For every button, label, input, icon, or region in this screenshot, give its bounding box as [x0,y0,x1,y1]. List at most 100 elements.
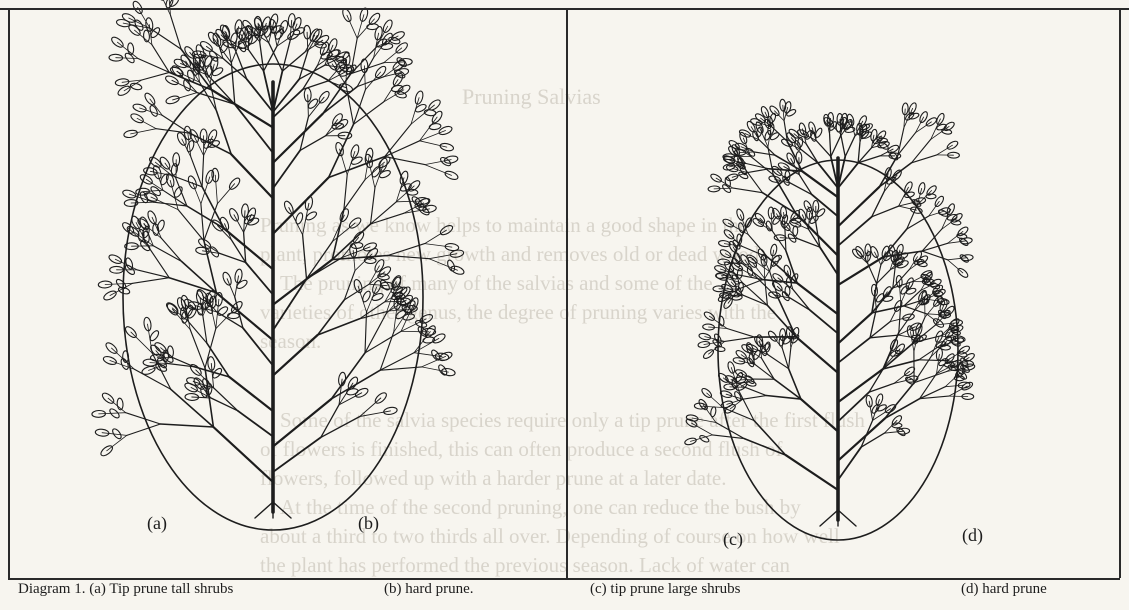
branch [354,90,366,125]
leaf [816,208,827,218]
branch [429,254,457,259]
branch [748,169,770,173]
branch [211,398,238,411]
branch [105,283,133,284]
branch [371,202,397,224]
branch [229,377,273,411]
leaf [439,156,452,167]
branch [885,420,897,433]
branch [765,279,768,306]
branch [365,312,367,353]
branch [948,260,963,273]
branch [243,328,273,366]
root [820,510,838,526]
branch [131,202,154,203]
leaf [739,165,748,176]
branch [727,329,754,338]
branch [150,28,181,49]
leaf [361,290,372,303]
branch [802,171,838,197]
branch [739,391,754,420]
branch [384,62,406,63]
root [255,502,273,518]
branch [733,188,763,193]
tree-diagram-c [684,99,976,540]
branch [820,247,838,275]
branch [137,118,156,128]
branch [331,353,365,399]
branch [235,104,273,153]
branch [723,408,754,421]
root [273,502,291,518]
panel-divider [566,8,568,578]
branch [360,302,385,319]
branch [929,201,940,216]
panel-label-a: (a) [147,513,167,533]
frame-right-border [1119,8,1121,578]
branch [371,188,375,224]
branch [396,201,422,202]
leaf [125,257,134,270]
branch [709,327,727,329]
branch [224,229,273,270]
branch [949,386,967,396]
branch [914,372,947,383]
branch [332,223,355,242]
branch [783,105,784,121]
branch [213,427,273,482]
branch [725,337,755,341]
branch [745,387,766,395]
leaf [149,26,161,39]
branch [160,424,213,427]
branch [204,204,218,241]
leaf [414,103,427,113]
branch [388,256,429,259]
branch [801,150,818,163]
branch [385,157,425,165]
branch [153,246,181,262]
leaf [295,212,304,225]
branch [926,314,944,315]
leaf [781,291,790,302]
branch [948,258,968,260]
leaf [371,292,384,302]
branch [133,278,170,284]
branch [838,447,861,480]
branch [945,385,964,387]
branch [385,141,420,157]
branch [273,437,321,472]
branch [707,393,723,408]
frame-left-border [8,8,10,578]
branch [763,193,797,214]
branch [273,279,307,330]
branch [700,406,723,407]
leaf [111,427,123,440]
branch [273,150,300,188]
branch [344,271,355,300]
branch [273,260,332,305]
branch [755,364,774,379]
branch [99,413,126,414]
branch [282,42,289,71]
branch [127,424,161,435]
branch [801,399,838,431]
leaf [769,112,777,123]
branch [816,141,831,157]
panel-label-c: (c) [723,529,743,549]
branch [332,210,344,260]
tree-diagram-a [92,0,465,530]
branch [838,313,872,344]
branch [870,335,898,338]
branch [831,137,840,156]
branch [303,235,307,279]
branch [344,180,365,210]
branch [786,455,838,490]
branch [169,278,216,293]
panel-label-d: (d) [962,525,983,545]
branch [201,204,204,241]
branch [838,369,883,402]
branch [273,114,323,163]
branch [746,164,769,169]
leaf [149,329,161,342]
branch [369,284,387,286]
